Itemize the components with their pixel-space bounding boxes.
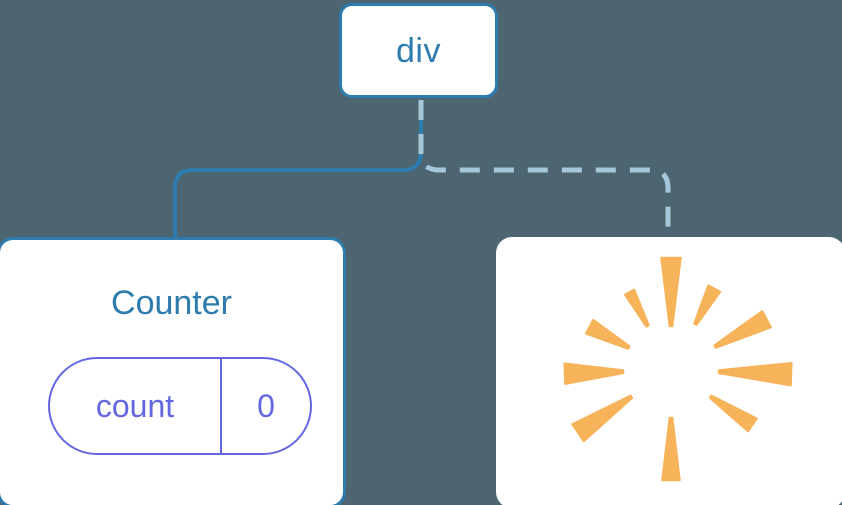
node-counter-card[interactable]: Counter count 0 [0,237,346,505]
burst-ray-5 [585,318,631,350]
burst-ray-9 [571,394,634,443]
burst-ray-1 [660,256,682,328]
burst-ray-4 [713,310,772,349]
node-div-label: div [396,31,441,70]
burst-ray-7 [563,362,625,385]
node-div[interactable]: div [339,3,498,98]
state-value-label: 0 [257,387,275,424]
node-rerender-card[interactable] [496,237,842,505]
burst-ray-8 [708,394,758,433]
edge-div-to-counter [173,100,423,240]
state-key-label: count [50,359,222,453]
burst-ray-2 [693,284,722,326]
burst-rays [563,256,793,482]
burst-ray-3 [624,288,650,328]
burst-ray-6 [717,361,793,387]
edge-div-to-rerender [418,100,671,240]
state-pill-count[interactable]: count 0 [48,357,312,455]
node-counter-title: Counter [111,284,232,322]
burst-icon [563,256,793,482]
burst-ray-10 [661,416,681,482]
